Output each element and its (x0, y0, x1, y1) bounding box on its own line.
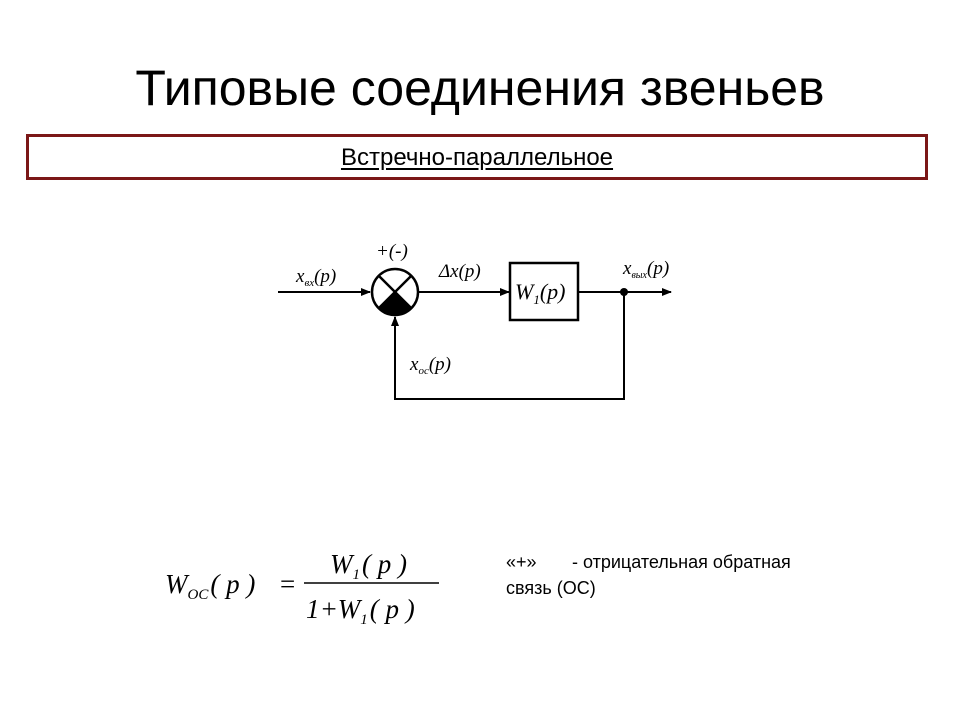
feedback-signal-label: xос(p) (409, 354, 451, 377)
output-signal-label: xвых(p) (622, 258, 669, 281)
feedback-note-line-1: «+» - отрицательная обратная (506, 549, 886, 575)
transfer-function-block (508, 261, 580, 322)
summing-junction-shaded-sector (378, 292, 412, 316)
subtitle-frame: Встречно-параллельное (26, 134, 928, 180)
sign-label: +(-) (376, 241, 408, 262)
formula-numerator: W1( p ) (330, 549, 407, 583)
feedback-description: - отрицательная обратная (572, 552, 791, 572)
input-signal-label: xвх(p) (295, 266, 336, 289)
formula-lhs: WOC( p ) (165, 569, 255, 603)
formula-equals: = (280, 569, 295, 599)
error-signal-label: Δx(p) (438, 261, 481, 282)
transfer-function-label: W1(p) (515, 279, 565, 307)
slide-title: Типовые соединения звеньев (135, 60, 825, 116)
feedback-note: «+» - отрицательная обратная связь (ОС) (506, 549, 886, 601)
feedback-note-line-2: связь (ОС) (506, 578, 596, 598)
feedback-sign: «+» (506, 552, 537, 572)
formula-denominator: 1+W1( p ) (306, 594, 415, 628)
feedback-path (391, 292, 625, 400)
connection-type-label: Встречно-параллельное (340, 144, 614, 171)
summing-junction (370, 267, 420, 317)
